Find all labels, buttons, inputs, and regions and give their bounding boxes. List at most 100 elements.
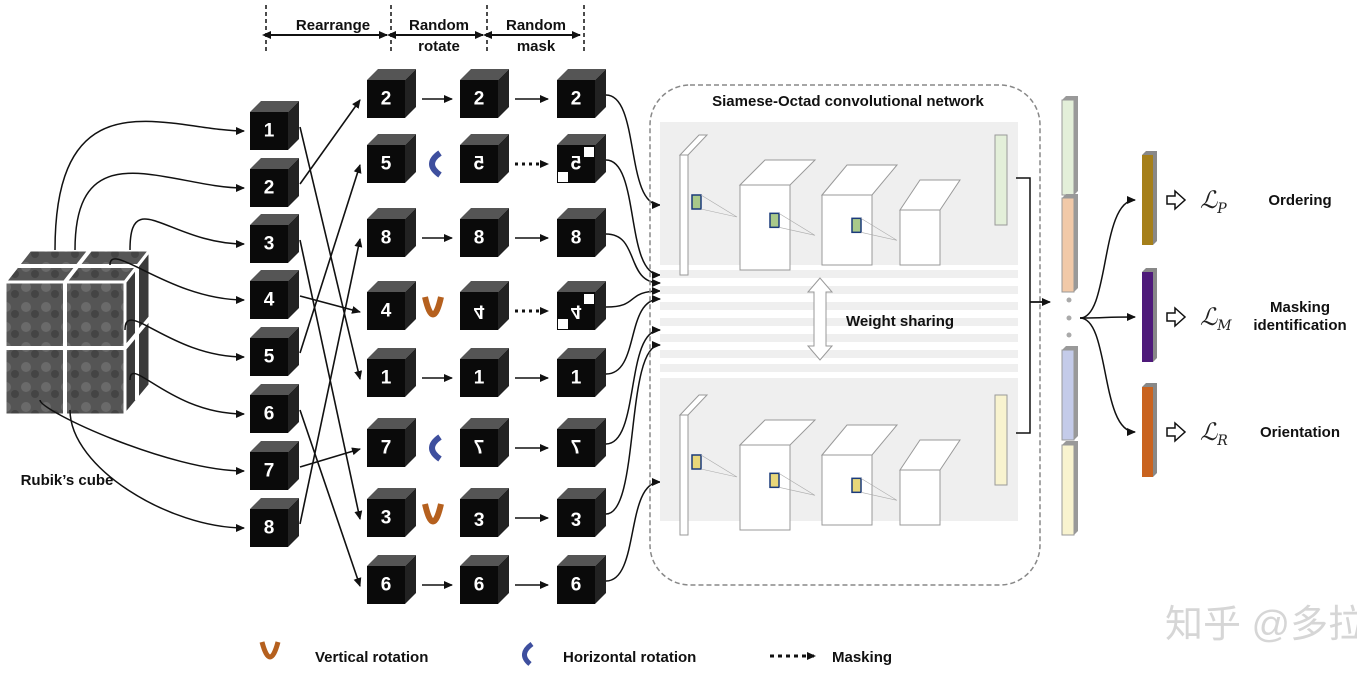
arrow (124, 319, 245, 361)
rotated-cube-5: 5 (460, 134, 509, 183)
cube-number: 7 (381, 438, 392, 459)
arrow (605, 478, 661, 582)
masked-cube-8: 8 (557, 208, 606, 257)
siamese-network: Siamese-Octad convolutional network Weig… (649, 84, 1051, 586)
cube-number: 7 (474, 438, 485, 459)
rearranged-cube-1: 1 (367, 348, 416, 397)
cube-number: 1 (381, 368, 392, 389)
arrow (605, 233, 661, 287)
cube-number: 8 (571, 228, 582, 249)
cube-number: 3 (264, 234, 275, 255)
cube-number: 3 (381, 508, 392, 529)
rearranged-cube-8: 8 (367, 208, 416, 257)
cube-number: 4 (474, 301, 485, 322)
cube-number: 6 (571, 575, 582, 596)
cube-number: 1 (571, 368, 582, 389)
rearranged-cube-4: 4 (367, 281, 416, 330)
output-label-2: identification (1253, 317, 1346, 334)
hollow-arrow-icon (1166, 306, 1187, 328)
feature-dots (1066, 297, 1072, 338)
feature-segment (1061, 197, 1075, 293)
legend-vertical: Vertical rotation (315, 649, 428, 666)
arrow (109, 258, 245, 304)
stage-rotate-label: Random (409, 17, 469, 34)
rearranged-cube-2: 2 (367, 69, 416, 118)
arrow (299, 99, 361, 185)
arrow (605, 295, 661, 375)
stage-rearrange-label: Rearrange (296, 17, 370, 34)
horizontal-rotation-icon (429, 150, 442, 178)
arrow (54, 120, 245, 251)
masked-cube-5: 5 (557, 134, 606, 183)
loss-symbol: ℒM (1200, 303, 1232, 334)
masked-cube-4: 4 (557, 281, 606, 330)
cube-number: 2 (381, 89, 392, 110)
rearranged-cube-6: 6 (367, 555, 416, 604)
cube-number: 8 (264, 518, 275, 539)
arrow (1079, 317, 1136, 436)
feature-vector (1061, 96, 1078, 536)
legend-masking: Masking (832, 649, 892, 666)
arrow (1079, 313, 1136, 322)
rotated-cube-6: 6 (460, 555, 509, 604)
rotated-cube-8: 8 (460, 208, 509, 257)
hollow-arrow-icon (1166, 421, 1187, 443)
cube-number: 3 (474, 508, 485, 529)
cube-number: 5 (570, 154, 581, 175)
source-cube-2: 2 (250, 158, 299, 207)
masked-cube-7: 7 (557, 418, 606, 467)
stage-mask-label-2: mask (517, 38, 556, 55)
stage-header: Rearrange Random rotate Random mask (262, 5, 585, 55)
arrow (39, 399, 245, 475)
masked-cube-1: 1 (557, 348, 606, 397)
arrow (74, 172, 245, 251)
cube-number: 4 (381, 301, 392, 322)
stage-rotate-label-2: rotate (418, 38, 460, 55)
cube-number: 1 (474, 368, 485, 389)
rubiks-cube-image (1, 245, 154, 420)
output-label: Masking (1270, 299, 1330, 316)
source-cube-3: 3 (250, 214, 299, 263)
arrow (299, 239, 363, 520)
hollow-arrow-icon (1166, 189, 1187, 211)
arrow (299, 126, 363, 380)
arrow (299, 447, 361, 468)
rearranged-cube-7: 7 (367, 418, 416, 467)
masked-cube-3: 3 (557, 488, 606, 537)
arrow (299, 409, 362, 587)
arrow (1079, 196, 1136, 319)
cube-number: 2 (571, 89, 582, 110)
cube-number: 6 (381, 575, 392, 596)
feature-segment (1061, 99, 1075, 196)
cube-number: 8 (474, 228, 485, 249)
rotated-cube-2: 2 (460, 69, 509, 118)
rearranged-cube-5: 5 (367, 134, 416, 183)
arrow (299, 164, 362, 354)
mask-patch (584, 294, 594, 304)
weight-sharing-label: Weight sharing (846, 313, 954, 330)
mask-patch (584, 147, 594, 157)
output-head-R: ℒR Orientation (1142, 383, 1340, 477)
source-cube-1: 1 (250, 101, 299, 150)
output-label: Ordering (1268, 192, 1331, 209)
masked-cube-6: 6 (557, 555, 606, 604)
conv-branch (678, 394, 1008, 536)
cube-number: 1 (264, 121, 275, 142)
source-cube-8: 8 (250, 498, 299, 547)
output-bar (1142, 387, 1153, 477)
arrow (129, 372, 245, 418)
loss-symbol: ℒR (1200, 418, 1228, 449)
rotated-cube-3: 3 (460, 488, 509, 537)
mask-patch (558, 172, 568, 182)
arrow (129, 218, 245, 251)
output-label: Orientation (1260, 424, 1340, 441)
source-cube-5: 5 (250, 327, 299, 376)
rotated-cube-4: 4 (460, 281, 509, 330)
cube-number: 7 (571, 438, 582, 459)
weight-sharing-double-arrow (806, 277, 834, 361)
arrow (299, 295, 361, 314)
arrow (69, 409, 245, 532)
cube-number: 6 (474, 575, 485, 596)
arrow (605, 341, 661, 515)
